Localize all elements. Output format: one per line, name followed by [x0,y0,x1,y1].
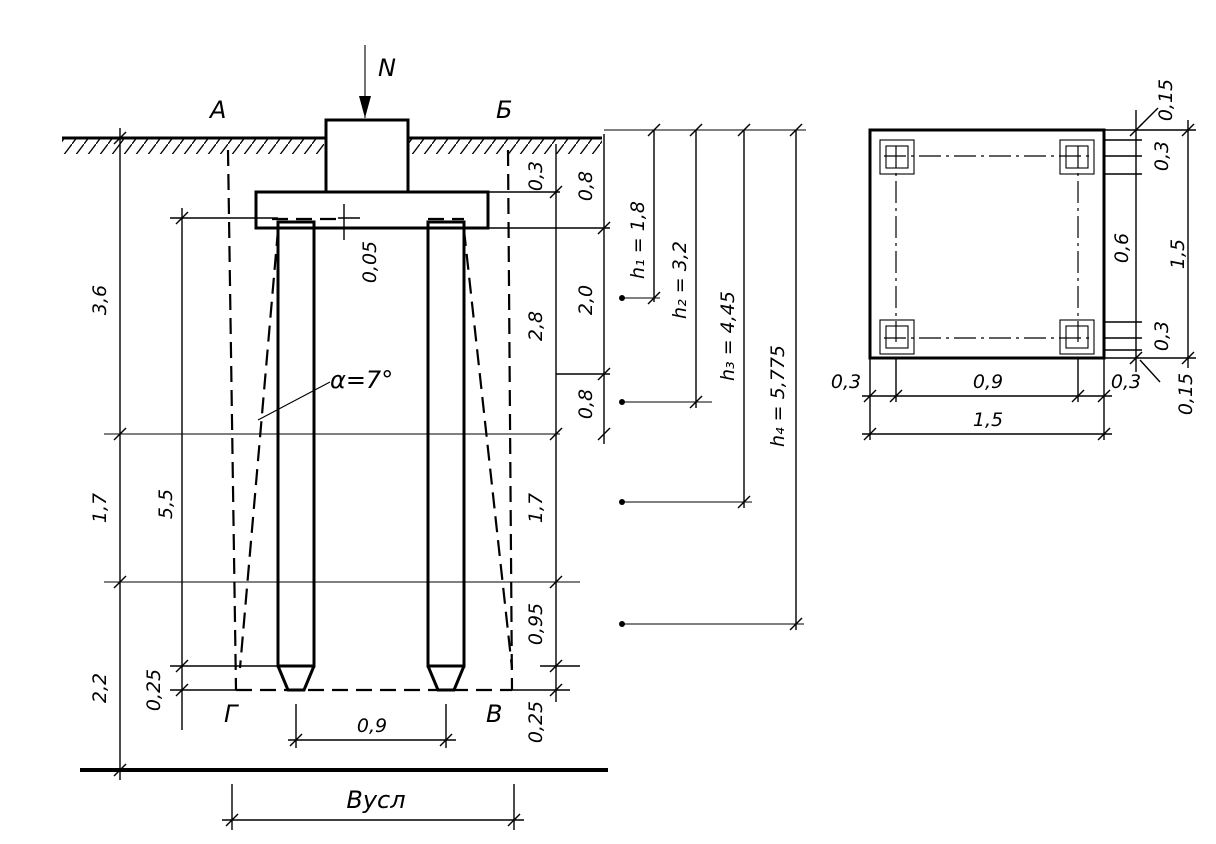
dim-right-1-7: 1,7 [525,493,547,523]
pile-cap-plan [868,128,1106,360]
dim-embed: 0,05 [359,241,381,283]
depth-h2: h₂ = 3,2 [669,241,691,319]
dim-pile-tip-left: 0,25 [143,669,165,711]
point-b-label: Б [496,96,512,124]
plan-bottom-dimensions [862,358,1112,441]
point-g-label: Г [224,700,239,728]
dim-right-0-95: 0,95 [525,603,547,645]
depth-h4: h₄ = 5,775 [767,345,789,447]
plan-dim-b-total: 1,5 [973,409,1003,431]
dim-right2-0-8-bottom: 0,8 [575,389,597,419]
pile-plan-2 [1059,139,1095,175]
dim-right2-2-0: 2,0 [575,285,597,315]
right-dimension-col2 [556,134,611,444]
plan-dim-b-0-3-left: 0,3 [831,371,861,393]
pile-cap [254,190,490,230]
plan-dim-r-0-6: 0,6 [1111,233,1133,263]
ground-hatching [62,138,324,154]
embed-dimension [338,204,360,240]
right-dimension-col1 [488,144,610,702]
dim-right-0-3: 0,3 [525,161,547,191]
left-inner-dimension [170,208,278,730]
pile-plan-1 [879,139,915,175]
b-usl-label: Вусл [346,786,405,814]
b-usl-dimension [222,784,524,830]
dim-pile-spacing: 0,9 [357,715,387,737]
angle-label: α=7° [330,366,393,394]
depth-markers [604,123,806,631]
plan-dim-b-0-3-right: 0,3 [1111,371,1141,393]
plan-dim-r-0-3-bottom: 0,3 [1151,321,1173,351]
dim-left-3-6: 3,6 [89,285,111,315]
pile-right [426,220,466,692]
section-view: N А Б Г В α=7° [62,45,611,830]
plan-dim-r-0-3-top: 0,3 [1151,141,1173,171]
column [324,118,410,194]
dim-left-1-7: 1,7 [89,493,111,523]
plan-dim-r-total: 1,5 [1167,239,1189,269]
plan-dim-b-0-9: 0,9 [973,371,1003,393]
point-v-label: В [486,700,502,728]
pile-spacing-dimension [288,704,456,748]
dim-right2-0-8-top: 0,8 [575,171,597,201]
depth-h3: h₃ = 4,45 [717,291,739,381]
point-a-label: А [208,96,226,124]
plan-dim-r-0-15-top: 0,15 [1155,79,1177,121]
ground-hatching-right [408,138,602,154]
dim-right-0-25: 0,25 [525,701,547,743]
pile-plan-4 [1059,319,1095,355]
dim-left-2-2: 2,2 [89,673,111,703]
left-outer-dimension [113,128,127,780]
pile-left [276,220,316,692]
pile-plan-3 [879,319,915,355]
plan-dim-r-0-15-bottom: 0,15 [1175,373,1197,415]
load-arrow [359,45,371,118]
plan-view [868,107,1196,383]
dim-right-2-8: 2,8 [525,311,547,341]
dim-pile-length: 5,5 [155,489,177,519]
conditional-foundation-contour [226,149,514,692]
load-label: N [378,54,396,82]
depth-h1: h₁ = 1,8 [627,201,649,279]
